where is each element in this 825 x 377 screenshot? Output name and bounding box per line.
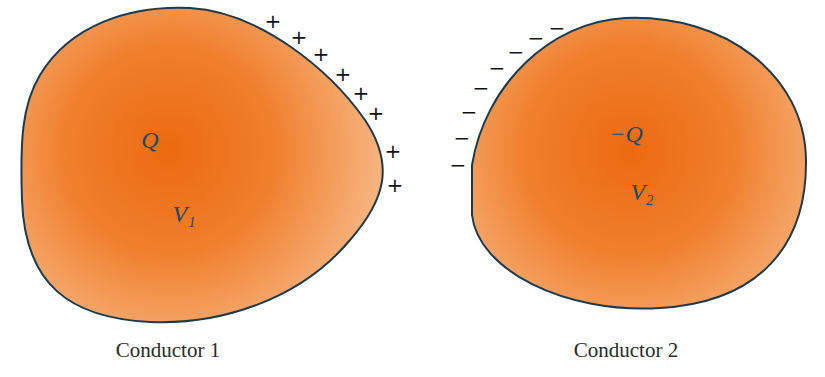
conductor-shape	[21, 8, 382, 323]
surface-charge-sign: +	[291, 27, 308, 47]
surface-charge-sign: −	[528, 28, 545, 48]
surface-charge-sign: +	[335, 64, 352, 84]
surface-charge-sign: +	[387, 175, 404, 195]
surface-charge-sign: −	[549, 18, 566, 38]
charge-potential-symbol: V₂	[630, 180, 653, 204]
conductor-caption: Conductor 2	[574, 340, 678, 361]
surface-charge-sign: −	[508, 42, 525, 62]
surface-charge-sign: +	[385, 141, 402, 161]
conductor-body: QV₁Conductor 1	[18, 4, 390, 326]
surface-charge-sign: −	[489, 58, 506, 78]
surface-charge-sign: +	[353, 83, 370, 103]
surface-charge-sign: +	[313, 44, 330, 64]
surface-charge-sign: −	[450, 155, 467, 175]
conductor-caption: Conductor 1	[116, 340, 220, 361]
charge-potential-symbol: V₁	[172, 202, 195, 226]
conductor-shape	[472, 18, 806, 309]
surface-charge-sign: +	[265, 11, 282, 31]
charge-potential-symbol: Q	[141, 128, 158, 152]
surface-charge-sign: −	[461, 102, 478, 122]
surface-charge-sign: −	[454, 128, 471, 148]
surface-charge-sign: +	[368, 103, 385, 123]
charge-potential-symbol: −Q	[609, 122, 643, 146]
surface-charge-sign: −	[473, 78, 490, 98]
